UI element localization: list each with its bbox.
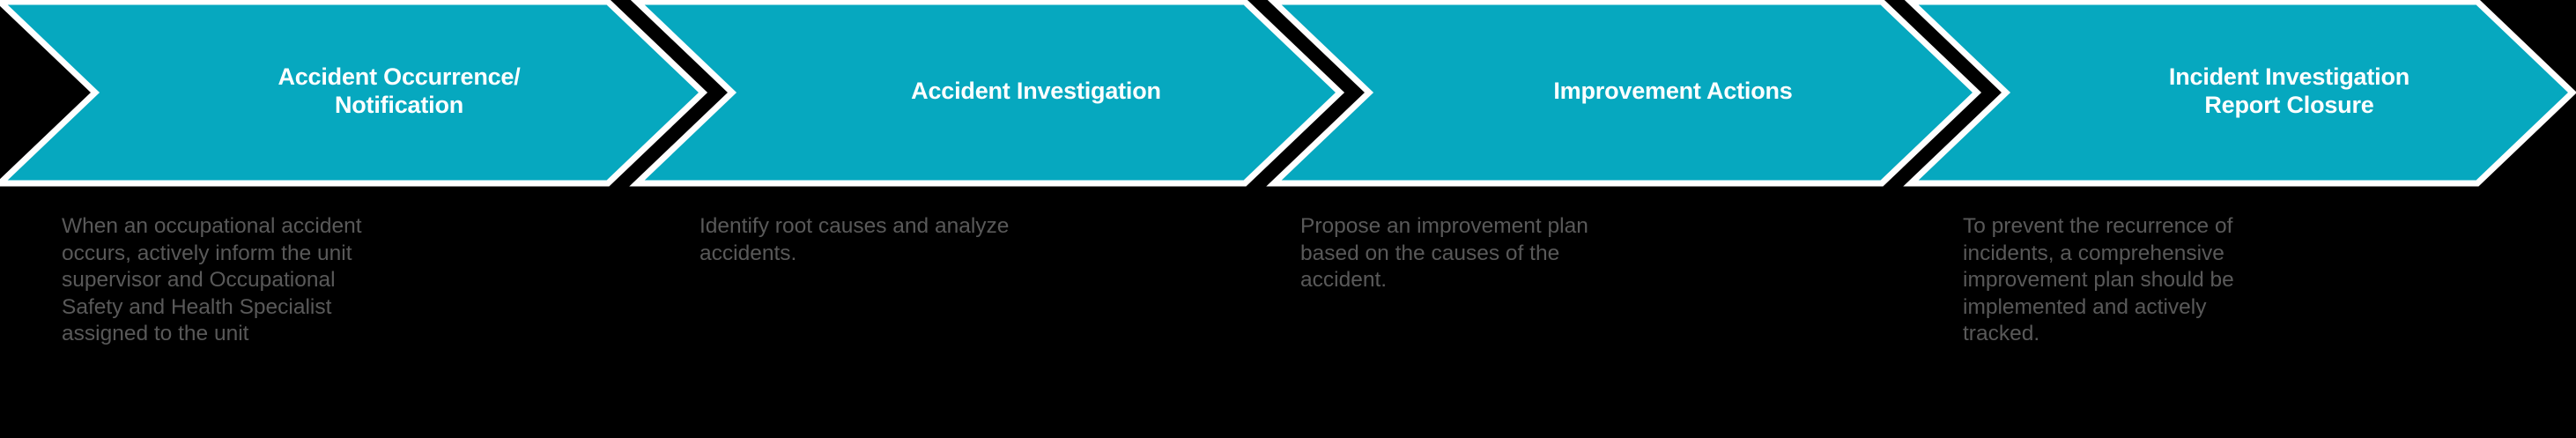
step-description-4: To prevent the recurrence of incidents, … <box>1963 214 2234 345</box>
chevron-step-1[interactable]: Accident Occurrence/ Notification <box>0 0 710 187</box>
step-description-1: When an occupational accident occurs, ac… <box>62 214 362 345</box>
description-row: When an occupational accident occurs, ac… <box>0 187 2576 438</box>
chevron-step-3[interactable]: Improvement Actions <box>1266 0 1984 187</box>
chevron-shape-3 <box>1266 0 1982 187</box>
chevron-shape-2 <box>629 0 1345 187</box>
chevron-shape-1 <box>0 0 708 187</box>
chevron-shape-4 <box>1903 0 2576 187</box>
step-description-2: Identify root causes and analyze acciden… <box>700 214 1010 265</box>
chevron-band: Accident Occurrence/ Notification Accide… <box>0 0 2576 187</box>
step-description-3: Propose an improvement plan based on the… <box>1300 214 1588 292</box>
chevron-step-4[interactable]: Incident Investigation Report Closure <box>1903 0 2576 187</box>
chevron-step-2[interactable]: Accident Investigation <box>629 0 1347 187</box>
